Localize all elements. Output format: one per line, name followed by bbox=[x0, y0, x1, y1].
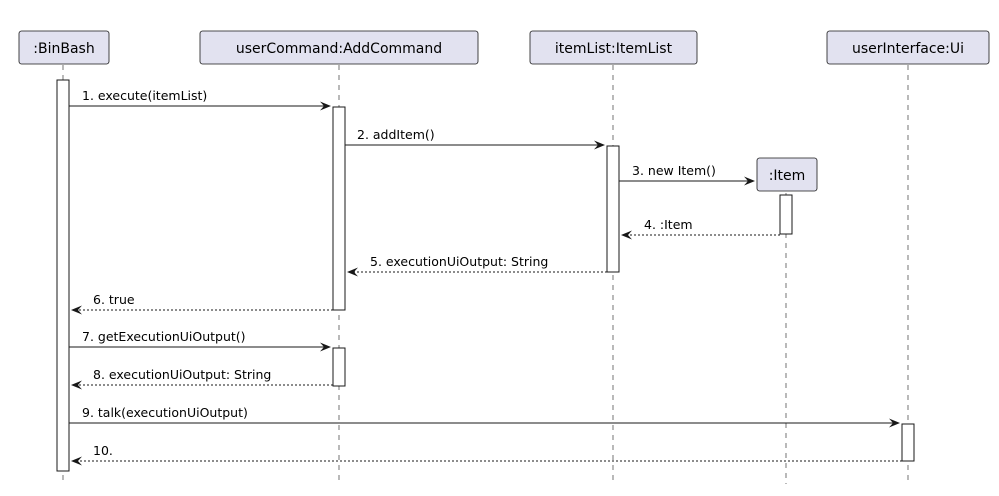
activation-item-4 bbox=[779, 194, 793, 235]
message-label-8: 8. executionUiOutput: String bbox=[93, 367, 271, 382]
participant-label-binbash: :BinBash bbox=[33, 41, 94, 57]
activation-binbash-1 bbox=[56, 79, 70, 472]
message-label-1: 1. execute(itemList) bbox=[82, 88, 207, 103]
participant-box-binbash bbox=[18, 30, 110, 65]
participants: :BinBash userCommand:AddCommand itemList:I… bbox=[18, 30, 990, 192]
message-4: 4. :Item bbox=[621, 217, 780, 240]
message-8: 8. executionUiOutput: String bbox=[71, 367, 333, 390]
participant-box-cmd bbox=[199, 30, 479, 65]
participant-label-cmd: userCommand:AddCommand bbox=[236, 41, 442, 57]
message-label-5: 5. executionUiOutput: String bbox=[370, 254, 548, 269]
participant-box-list bbox=[529, 30, 698, 65]
activation-bars bbox=[56, 79, 915, 472]
message-9: 9. talk(executionUiOutput) bbox=[69, 405, 900, 428]
message-label-10: 10. bbox=[93, 443, 113, 458]
message-arrowhead-3 bbox=[744, 176, 755, 186]
participant-box-ui bbox=[826, 30, 990, 65]
messages: 1. execute(itemList) 2. addItem() 3. new I… bbox=[69, 88, 902, 466]
message-label-9: 9. talk(executionUiOutput) bbox=[82, 405, 248, 420]
message-3: 3. new Item() bbox=[619, 163, 755, 186]
message-2: 2. addItem() bbox=[345, 127, 605, 150]
message-label-4: 4. :Item bbox=[644, 217, 693, 232]
message-label-7: 7. getExecutionUiOutput() bbox=[82, 329, 246, 344]
message-5: 5. executionUiOutput: String bbox=[347, 254, 607, 277]
participant-label-item: :Item bbox=[769, 168, 806, 184]
message-arrowhead-5 bbox=[347, 267, 358, 277]
lifelines bbox=[62, 65, 909, 484]
message-label-3: 3. new Item() bbox=[632, 163, 716, 178]
message-arrowhead-4 bbox=[621, 230, 632, 240]
message-arrowhead-1 bbox=[320, 101, 331, 111]
message-arrowhead-7 bbox=[320, 342, 331, 352]
activation-list-3 bbox=[606, 145, 620, 273]
activation-ui-6 bbox=[901, 423, 915, 462]
activation-cmd-5 bbox=[332, 347, 346, 387]
participant-label-list: itemList:ItemList bbox=[555, 41, 673, 57]
message-arrowhead-9 bbox=[889, 418, 900, 428]
participant-label-ui: userInterface:Ui bbox=[852, 41, 964, 57]
message-label-6: 6. true bbox=[93, 292, 135, 307]
message-7: 7. getExecutionUiOutput() bbox=[69, 329, 331, 352]
message-arrowhead-8 bbox=[71, 380, 82, 390]
message-1: 1. execute(itemList) bbox=[69, 88, 331, 111]
message-arrowhead-6 bbox=[71, 305, 82, 315]
message-6: 6. true bbox=[71, 292, 333, 315]
participant-box-item bbox=[756, 157, 818, 192]
message-10: 10. bbox=[71, 443, 902, 466]
message-label-2: 2. addItem() bbox=[357, 127, 435, 142]
message-arrowhead-2 bbox=[594, 140, 605, 150]
activation-cmd-2 bbox=[332, 106, 346, 311]
message-arrowhead-10 bbox=[71, 456, 82, 466]
